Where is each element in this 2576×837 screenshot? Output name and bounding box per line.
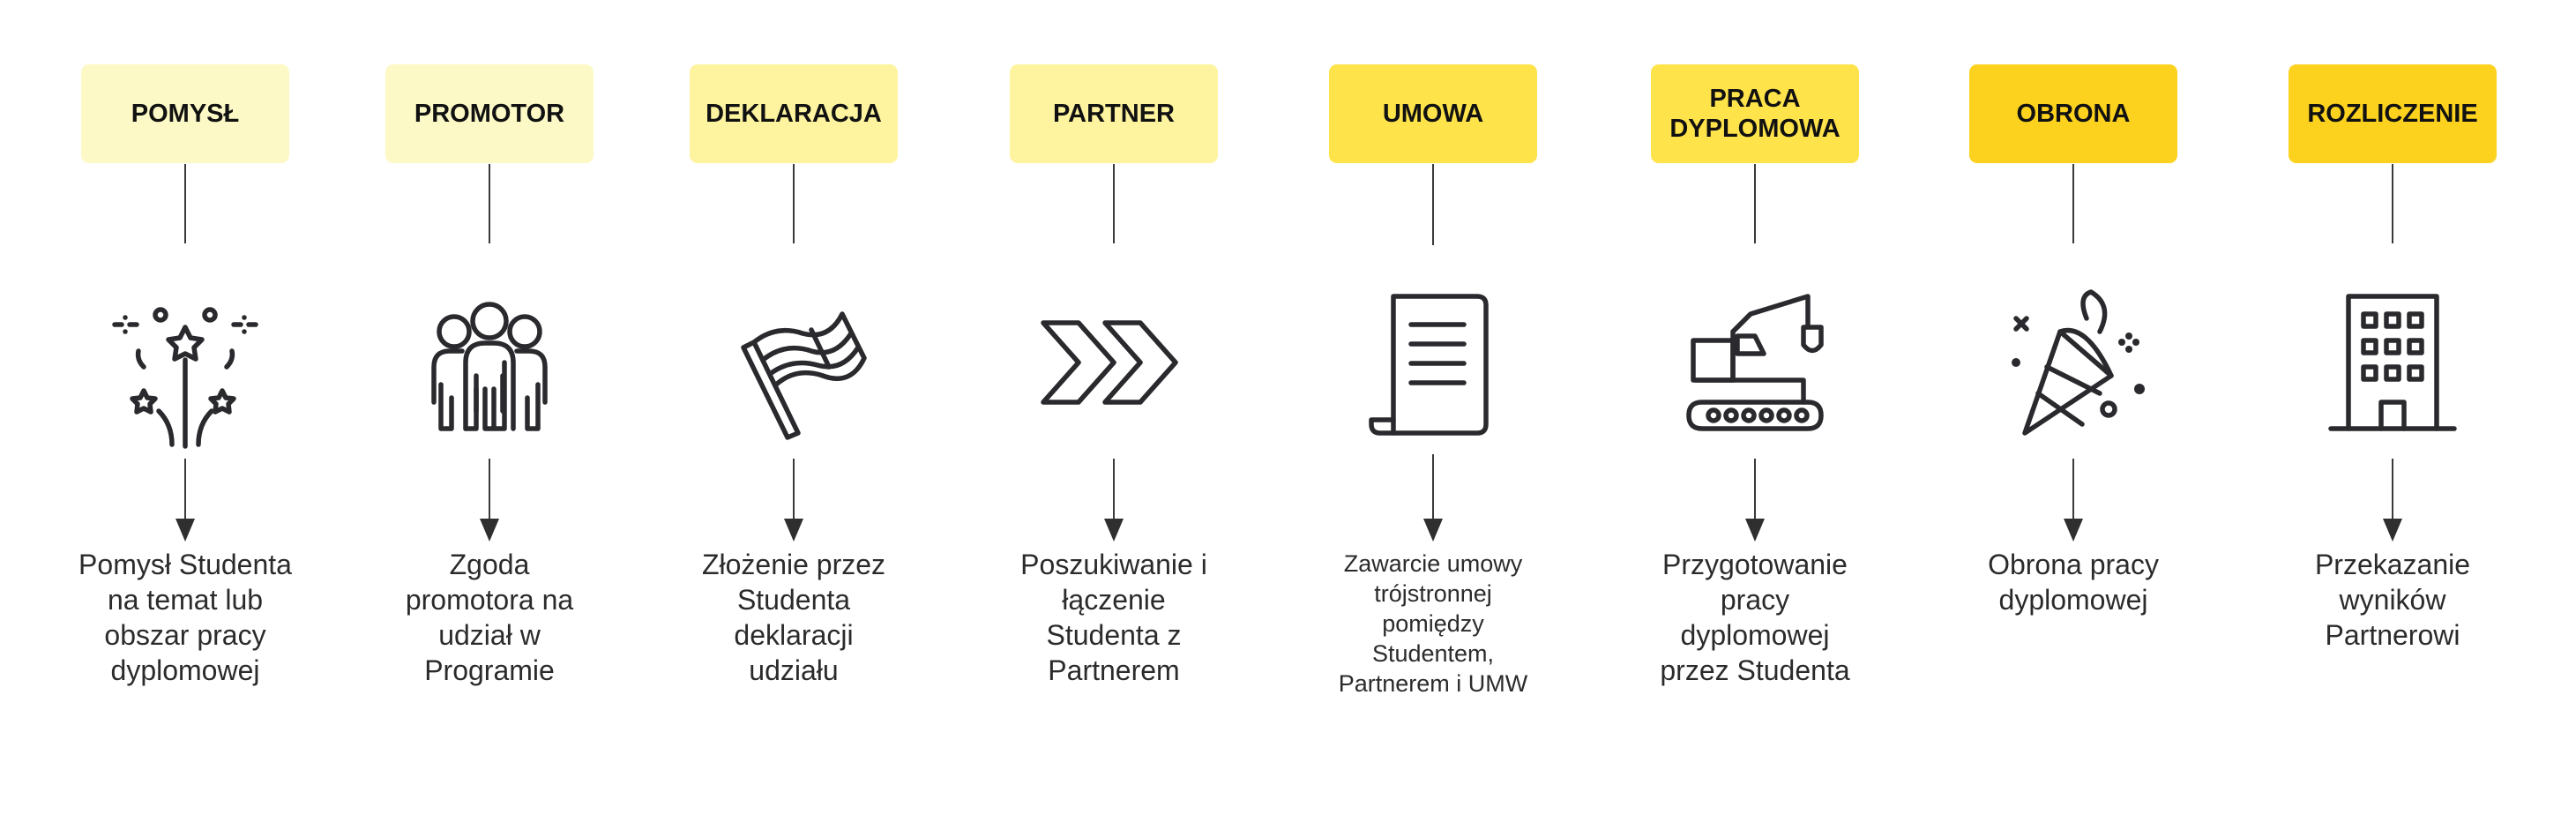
fireworks-icon — [110, 279, 260, 449]
arrow-down-icon — [480, 519, 499, 542]
connector-line — [2072, 164, 2074, 243]
connector-line — [184, 164, 186, 243]
arrow-down-icon — [2383, 519, 2402, 542]
arrow-down-icon — [784, 519, 803, 542]
connector-line — [1754, 164, 1756, 243]
connector-line — [489, 459, 490, 520]
connector-line — [1113, 459, 1115, 520]
step-label-box: DEKLARACJA — [690, 64, 898, 163]
arrow-down-icon — [175, 519, 195, 542]
arrow-down-icon — [1423, 519, 1443, 542]
step-label-box: POMYSŁ — [81, 64, 289, 163]
connector-line — [793, 459, 795, 520]
connector-line — [1754, 459, 1756, 520]
connector-line — [184, 459, 186, 520]
arrow-down-icon — [2064, 519, 2083, 542]
connector-line — [1432, 164, 1434, 245]
connector-line — [1432, 454, 1434, 520]
connector-line — [793, 164, 795, 243]
document-scroll-icon — [1358, 279, 1508, 446]
connector-line — [489, 164, 490, 243]
connector-line — [1113, 164, 1115, 243]
arrow-down-icon — [1745, 519, 1765, 542]
office-building-icon — [2318, 279, 2468, 446]
double-chevron-icon — [1039, 279, 1189, 446]
flag-icon — [719, 279, 869, 446]
connector-line — [2392, 459, 2393, 520]
step-label-box: ROZLICZENIE — [2289, 64, 2497, 163]
arrow-down-icon — [1104, 519, 1124, 542]
party-popper-icon — [1998, 279, 2148, 446]
step-label-box: UMOWA — [1329, 64, 1537, 163]
step-label-box: PROMOTOR — [385, 64, 594, 163]
step-label-box: OBRONA — [1969, 64, 2177, 163]
step-label-box: PARTNER — [1010, 64, 1218, 163]
excavator-icon — [1680, 279, 1830, 446]
connector-line — [2072, 459, 2074, 520]
people-group-icon — [414, 279, 564, 446]
connector-line — [2392, 164, 2393, 243]
